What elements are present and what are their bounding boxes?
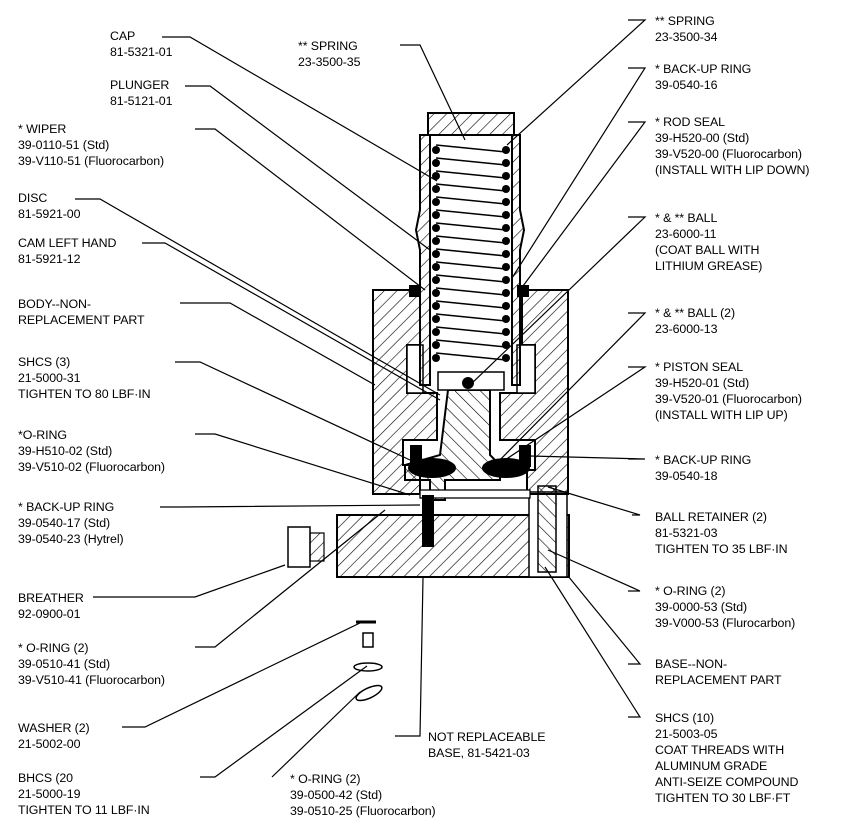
callout-body: BODY--NON-REPLACEMENT PART [18,297,145,327]
cam-part [404,371,531,547]
callout-oring-bottom: * O-RING (2)39-0500-42 (Std)39-0510-25 (… [290,772,436,818]
spring-part [432,137,510,377]
leader-lines [75,19,647,778]
base-part [336,485,570,578]
callout-oring2-left: * O-RING (2)39-0510-41 (Std)39-V510-41 (… [18,641,165,687]
small-parts [353,620,383,702]
cap-part [427,112,515,136]
callout-oring-right: * O-RING (2)39-0000-53 (Std)39-V000-53 (… [655,584,796,630]
breather-part [287,526,325,568]
callout-base: BASE--NON-REPLACEMENT PART [655,657,782,687]
callout-ball-2: * & ** BALL (2)23-6000-13 [655,306,735,336]
callout-washer: WASHER (2)21-5002-00 [18,721,90,751]
